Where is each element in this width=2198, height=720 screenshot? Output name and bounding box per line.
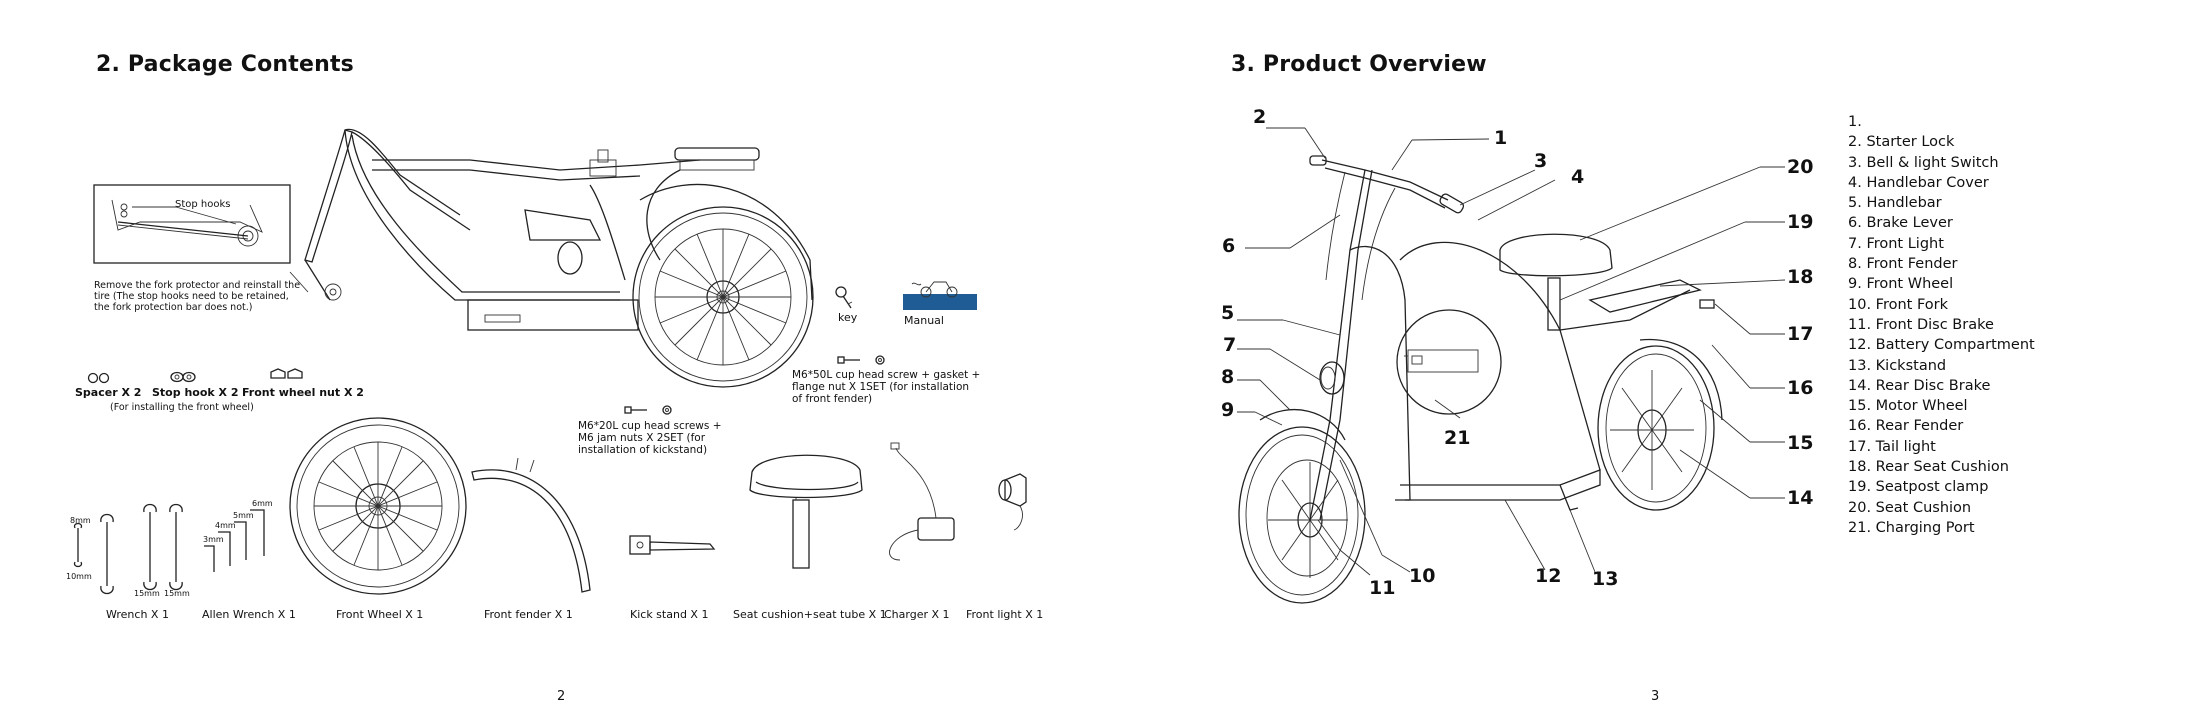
package-contents-title: 2. Package Contents	[96, 52, 354, 77]
part-12: 12. Battery Compartment	[1848, 337, 2035, 354]
callout-2: 2	[1253, 106, 1267, 128]
part-2: 2. Starter Lock	[1848, 134, 1955, 151]
callout-14: 14	[1787, 487, 1814, 509]
callout-15: 15	[1787, 432, 1814, 454]
front-wheel-nut-label: Front wheel nut X 2	[242, 386, 364, 399]
product-overview-title: 3. Product Overview	[1231, 52, 1487, 77]
wrench-size-10mm: 10mm	[66, 572, 92, 581]
callout-3: 3	[1534, 150, 1548, 172]
part-15: 15. Motor Wheel	[1848, 398, 1968, 415]
callout-6: 6	[1222, 235, 1236, 257]
inset-caption: Remove the fork protector and reinstall …	[94, 280, 301, 313]
part-9: 9. Front Wheel	[1848, 276, 1954, 293]
callout-10: 10	[1409, 565, 1436, 587]
item-label-front-fender: Front fender X 1	[484, 608, 573, 621]
callout-4: 4	[1571, 166, 1585, 188]
callout-7: 7	[1223, 334, 1237, 356]
wrench-size-15mm-a: 15mm	[134, 589, 160, 598]
kickstand-screw-label: M6*20L cup head screws + M6 jam nuts X 2…	[578, 420, 722, 456]
stop-hook-label: Stop hook X 2	[152, 386, 239, 399]
fender-screw-label: M6*50L cup head screw + gasket + flange …	[792, 369, 981, 405]
item-label-allen-wrench: Allen Wrench X 1	[202, 608, 296, 621]
manual-label: Manual	[904, 314, 944, 327]
part-7: 7. Front Light	[1848, 235, 1944, 252]
callout-5: 5	[1221, 302, 1235, 324]
part-5: 5. Handlebar	[1848, 195, 1942, 212]
allen-size-3mm: 3mm	[203, 535, 224, 544]
part-4: 4. Handlebar Cover	[1848, 174, 1989, 191]
part-14: 14. Rear Disc Brake	[1848, 377, 1991, 394]
manual-icon	[903, 294, 977, 310]
callout-21: 21	[1444, 427, 1471, 449]
part-21: 21. Charging Port	[1848, 519, 1975, 536]
callout-16: 16	[1787, 377, 1814, 399]
part-6: 6. Brake Lever	[1848, 215, 1953, 232]
callout-13: 13	[1592, 568, 1619, 590]
callout-11: 11	[1369, 577, 1396, 599]
allen-size-4mm: 4mm	[215, 521, 236, 530]
callout-17: 17	[1787, 323, 1814, 345]
callout-19: 19	[1787, 211, 1814, 233]
item-label-seat-cushion: Seat cushion+seat tube X 1	[733, 608, 887, 621]
callout-9: 9	[1221, 399, 1235, 421]
item-label-front-wheel: Front Wheel X 1	[336, 608, 424, 621]
part-8: 8. Front Fender	[1848, 256, 1958, 273]
part-11: 11. Front Disc Brake	[1848, 316, 1994, 333]
allen-size-5mm: 5mm	[233, 511, 254, 520]
page-number-right: 3	[1651, 689, 1660, 704]
spacer-label: Spacer X 2	[75, 386, 142, 399]
stop-hook-note: (For installing the front wheel)	[110, 402, 254, 413]
wrench-size-8mm: 8mm	[70, 516, 91, 525]
part-16: 16. Rear Fender	[1848, 418, 1964, 435]
item-label-front-light: Front light X 1	[966, 608, 1044, 621]
part-3: 3. Bell & light Switch	[1848, 154, 1999, 171]
page-number-left: 2	[557, 689, 566, 704]
callout-1: 1	[1494, 127, 1508, 149]
key-label: key	[838, 311, 858, 324]
parts-list: 1. 2. Starter Lock 3. Bell & light Switc…	[1848, 112, 2035, 538]
callout-8: 8	[1221, 366, 1235, 388]
allen-size-6mm: 6mm	[252, 499, 273, 508]
callout-12: 12	[1535, 565, 1562, 587]
part-19: 19. Seatpost clamp	[1848, 479, 1989, 496]
item-label-kick-stand: Kick stand X 1	[630, 608, 709, 621]
item-label-wrench: Wrench X 1	[106, 608, 169, 621]
part-13: 13. Kickstand	[1848, 357, 1947, 374]
wrench-size-15mm-b: 15mm	[164, 589, 190, 598]
callout-20: 20	[1787, 156, 1814, 178]
part-1: 1.	[1848, 114, 1862, 130]
part-17: 17. Tail light	[1848, 438, 1936, 455]
part-18: 18. Rear Seat Cushion	[1848, 459, 2009, 476]
inset-stop-hooks-label: Stop hooks	[175, 199, 231, 210]
callout-18: 18	[1787, 266, 1814, 288]
part-10: 10. Front Fork	[1848, 296, 1949, 313]
item-label-charger: Charger X 1	[884, 608, 950, 621]
part-20: 20. Seat Cushion	[1848, 499, 1972, 516]
